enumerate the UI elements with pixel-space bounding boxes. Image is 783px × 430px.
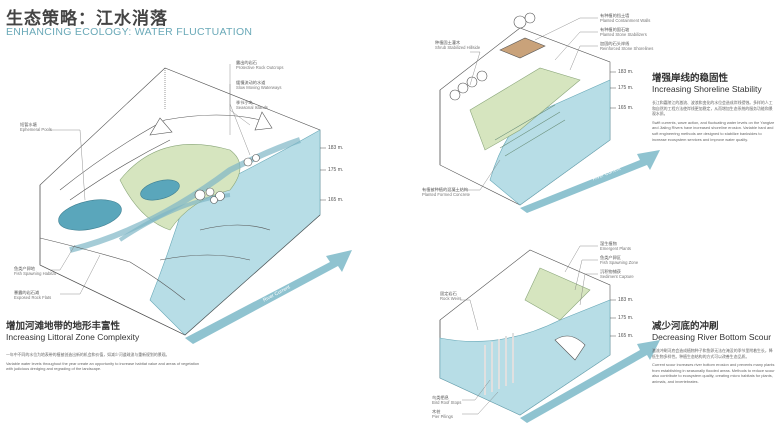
label-rock-weirs: 固定岩石 Rock Weirs [440, 291, 462, 301]
page-subtitle: ENHANCING ECOLOGY: WATER FLUCTUATION [6, 26, 253, 38]
label-bird-roof-stops: 鸟类栖息 Bird Roof Stops [432, 395, 462, 405]
section-title-cn-littoral: 增加河滩地带的地形丰富性 [6, 321, 121, 332]
body-en-scour: Current scour increases river bottom ero… [652, 362, 775, 384]
section-body-shoreline: 长江和嘉陵江的激流、波浪和变化的水位会造成岸线侵蚀。多样的人工和自然的工程方法使… [652, 100, 776, 145]
shore-elevation-175: 175 m. [618, 85, 634, 91]
scour-elevation-165: 165 m. [618, 333, 634, 339]
label-ephemeral-pools: 短暂水塘 Ephemeral Pools [20, 122, 52, 132]
shore-elevation-183: 183 m. [618, 69, 634, 75]
section-body-scour: 激流冲刷河底会造成植物种子和鱼卵无法在淹没的季节里附着生长，降低生物多样性。种植… [652, 348, 776, 388]
elevation-175: 175 m. [328, 167, 344, 173]
label-slow-waterways: 缓慢流动的水道 Slow Moving Waterways [236, 80, 282, 90]
shore-elevation-165: 165 m. [618, 105, 634, 111]
label-exposed-rock: 暴露的岩石滩 Exposed Rock Flats [14, 290, 52, 300]
body-cn-littoral: 一年中不同的水位为地表带的植被创造出新的机会和价值，如减少河道疏浚与重新规划的景… [6, 352, 170, 357]
elevation-165: 165 m. [328, 197, 344, 203]
body-en-littoral: Variable water levels throughout the yea… [6, 360, 200, 372]
label-seasonal-islands: 季节小岛 Seasonal Islands [236, 100, 268, 110]
label-rock-outcrops: 露出的岩石 Protective Rock Outcrops [236, 60, 284, 70]
label-fish-spawning: 鱼类产卵地 Fish Spawning Habitat [14, 266, 56, 276]
section-body-littoral: 一年中不同的水位为地表带的植被创造出新的机会和价值，如减少河道疏浚与重新规划的景… [6, 352, 206, 375]
label-stone-stabilizers: 有种植的固石坡 Planted Stone Stabilizers [600, 27, 647, 37]
label-shrub-hillside: 种植固土灌木 Shrub Stabilized Hillside [435, 40, 481, 50]
label-fish-spawning-zone: 鱼类产卵区 Fish Spawning Zone [600, 255, 639, 265]
shoreline-block [439, 12, 616, 206]
label-containment-walls: 有种植的挡土墙 Planted Containment Walls [600, 13, 651, 23]
section-title-cn-shoreline: 增强岸线的稳固性 [652, 73, 729, 84]
page-title: 生态策略：江水消落 [6, 9, 168, 29]
scour-block [439, 249, 616, 416]
body-cn-shoreline: 长江和嘉陵江的激流、波浪和变化的水位会造成岸线侵蚀。多样的人工和自然的工程方法使… [652, 100, 773, 117]
label-sediment-capture: 沉积物捕获 Sediment Capture [600, 269, 634, 279]
body-en-shoreline: Swift currents, wave action, and fluctua… [652, 119, 775, 142]
label-emergent-plants: 湿生植物 Emergent Plants [600, 241, 631, 251]
elevation-183: 183 m. [328, 145, 344, 151]
section-title-cn-scour: 减少河底的冲刷 [652, 321, 719, 332]
section-title-en-scour: Decreasing River Bottom Scour [652, 332, 772, 342]
main-terrain-block [39, 67, 326, 336]
scour-elevation-175: 175 m. [618, 315, 634, 321]
body-cn-scour: 激流冲刷河底会造成植物种子和鱼卵无法在淹没的季节里附着生长，降低生物多样性。种植… [652, 348, 773, 359]
river-current-arrow-3 [520, 340, 660, 423]
scour-elevation-183: 183 m. [618, 297, 634, 303]
label-reinforced-shorelines: 加固的石头岸线 Reinforced Stone Shorelines [600, 41, 654, 51]
label-formed-concrete: 有植被种植的混凝土结构 Planted Formed Concrete [422, 187, 470, 197]
river-current-arrow [185, 250, 352, 344]
river-current-arrow-2 [520, 150, 660, 213]
section-title-en-littoral: Increasing Littoral Zone Complexity [6, 332, 140, 342]
label-pier-pilings: 木桩 Pier Pilings [432, 409, 453, 419]
section-title-en-shoreline: Increasing Shoreline Stability [652, 84, 762, 94]
